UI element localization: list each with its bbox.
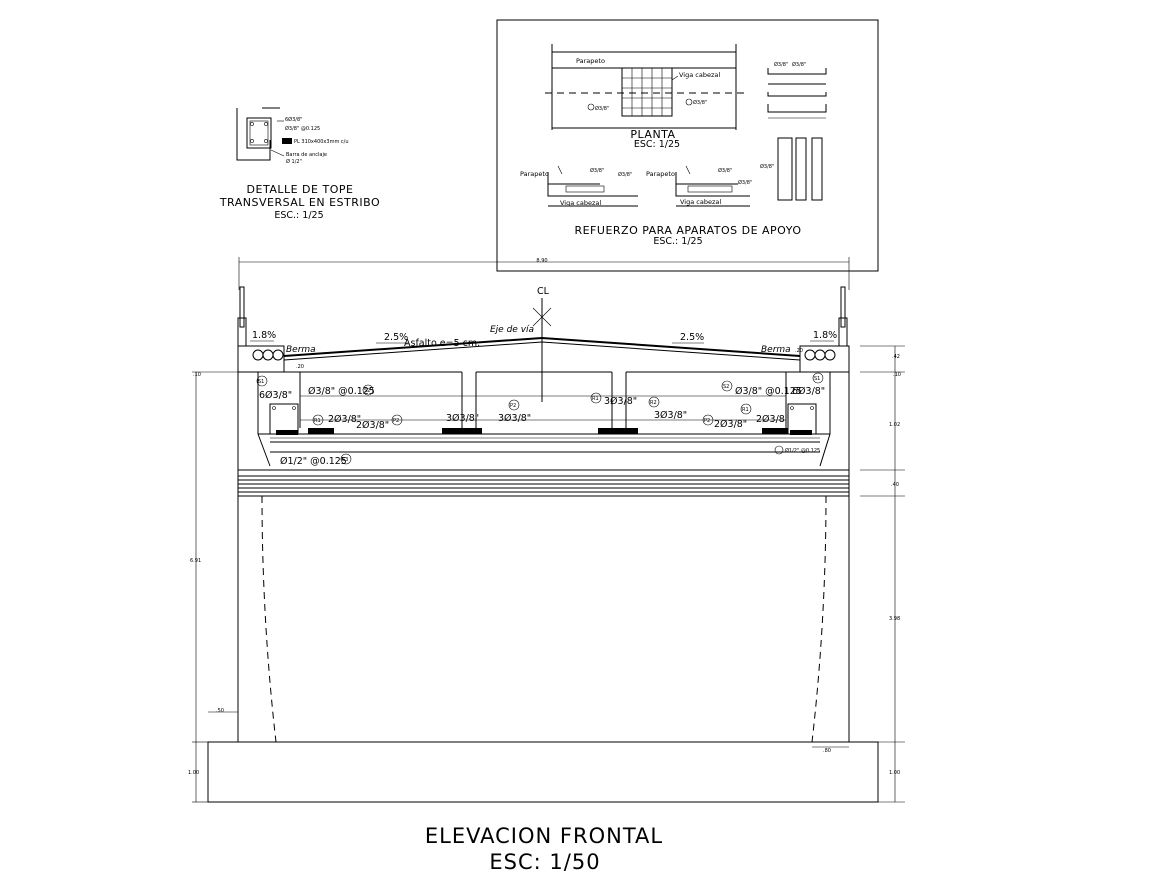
planta-title: PLANTA <box>630 128 675 141</box>
slope-right: 2.5% <box>680 332 704 343</box>
apoyo-right-label-a: Ø3/8" <box>718 167 732 174</box>
dim-80: .80 <box>823 748 831 754</box>
mark-r1-right: R1 <box>742 407 749 413</box>
slope-left-outer: 1.8% <box>252 330 276 341</box>
apoyo-right-parapeto: Parapeto <box>646 170 675 178</box>
tope-bar1-label: 6Ø3/8" <box>285 116 302 123</box>
planta-rebar-label-a: Ø3/8" <box>595 105 609 112</box>
berma-left-label: Berma <box>286 345 316 355</box>
anchor-label: Ø1/2" @0.125 <box>785 447 820 454</box>
refuerzo-title: REFUERZO PARA APARATOS DE APOYO <box>574 224 801 237</box>
rebar-6-38-left: 6Ø3/8" <box>259 390 292 401</box>
tope-scale: ESC.: 1/25 <box>274 210 323 221</box>
rebar-stirrup-right: Ø3/8" @0.125 <box>735 386 802 397</box>
bar-shape-label-top-b: Ø3/8" <box>792 61 806 68</box>
apoyo-left-label-a: Ø3/8" <box>590 167 604 174</box>
rebar-3-38-b: 3Ø3/8" <box>498 413 531 424</box>
dim-10-right: .10 <box>893 372 901 378</box>
planta-scale: ESC: 1/25 <box>634 139 680 150</box>
rebar-3-38-a: 3Ø3/8" <box>446 413 479 424</box>
main-title: ELEVACION FRONTAL <box>425 824 663 848</box>
apoyo-left-label-b: Ø3/8" <box>618 171 632 178</box>
apoyo-left-parapeto: Parapeto <box>520 170 549 178</box>
refuerzo-scale: ESC.: 1/25 <box>653 236 702 247</box>
tope-title-line-1: DETALLE DE TOPE <box>247 183 354 196</box>
apoyo-section-left: Parapeto Viga cabezal Ø3/8" Ø3/8" <box>520 165 638 207</box>
mark-p2-center-left: P2 <box>510 403 516 409</box>
dim-40: .40 <box>891 482 899 488</box>
dim-20-right: .20 <box>795 348 803 354</box>
mark-s3: S3 <box>342 457 348 463</box>
mark-p2-left: P2 <box>393 418 399 424</box>
elevacion-frontal: 8.90 CL Eje de vía <box>188 257 905 803</box>
mark-p2-right: P2 <box>704 418 710 424</box>
apoyo-right-viga: Viga cabezal <box>680 198 721 206</box>
apoyo-left-viga: Viga cabezal <box>560 199 601 207</box>
mark-r1-center: R1 <box>592 396 599 402</box>
bar-shapes: Ø3/8" Ø3/8" Ø3/8" <box>760 61 827 201</box>
mark-s2-right: S2 <box>723 384 729 390</box>
apoyo-section-right: Parapeto Viga cabezal Ø3/8" Ø3/8" <box>646 165 752 207</box>
asfalto-label: Asfalto e=5 cm. <box>404 338 480 349</box>
tope-title-line-2: TRANSVERSAL EN ESTRIBO <box>219 196 380 209</box>
mark-s1-left: S1 <box>258 379 264 385</box>
mark-r1-left: R1 <box>314 418 321 424</box>
dim-100-left: 1.00 <box>188 770 199 776</box>
dim-102: 1.02 <box>889 422 900 428</box>
dim-10-left: .10 <box>193 372 201 378</box>
title-block: ELEVACION FRONTAL ESC: 1/50 <box>425 824 663 874</box>
slope-right-outer: 1.8% <box>813 330 837 341</box>
centerline-mark: CL <box>537 286 550 297</box>
planta-viga-label: Viga cabezal <box>679 71 720 79</box>
rebar-6-38-right: 6Ø3/8" <box>792 386 825 397</box>
rebar-stirrup-left: Ø3/8" @0.125 <box>308 386 375 397</box>
rebar-2-38-right-a: 2Ø3/8" <box>714 419 747 430</box>
eje-de-via-label: Eje de vía <box>490 325 534 335</box>
rebar-2-38-left-b: 2Ø3/8" <box>356 420 389 431</box>
bar-shape-label-side: Ø3/8" <box>760 163 774 170</box>
tope-bar2-label: Ø3/8" @0.125 <box>285 125 320 132</box>
mark-s2-left: S2 <box>364 388 370 394</box>
detail-tope: 6Ø3/8" Ø3/8" @0.125 PL 310x400x3mm c/u B… <box>219 107 380 221</box>
mark-r2-center: R2 <box>650 400 657 406</box>
tope-plate-label: PL 310x400x3mm c/u <box>294 139 349 145</box>
dim-total-width: 8.90 <box>536 258 547 264</box>
dim-100-right: 1.00 <box>889 770 900 776</box>
mark-s1-right: S1 <box>814 376 820 382</box>
apoyo-right-label-b: Ø3/8" <box>738 179 752 186</box>
bar-shape-label-top: Ø3/8" <box>774 61 788 68</box>
rebar-3-38-c: 3Ø3/8" <box>604 396 637 407</box>
dim-398: 3.98 <box>889 616 900 622</box>
rebar-2-38-right-b: 2Ø3/8" <box>756 414 789 425</box>
dim-42: .42 <box>892 354 900 360</box>
berma-right-label: Berma <box>761 345 791 355</box>
planta-view: Parapeto Viga cabezal Ø3/8" Ø3/8" PLANTA… <box>545 44 744 150</box>
dim-20-left: .20 <box>296 364 304 370</box>
planta-parapeto-label: Parapeto <box>576 57 605 65</box>
planta-rebar-label-b: Ø3/8" <box>693 99 707 106</box>
rebar-3-38-d: 3Ø3/8" <box>654 410 687 421</box>
rebar-2-38-left-a: 2Ø3/8" <box>328 414 361 425</box>
tope-anclaje-label-1: Barra de anclaje <box>286 152 327 158</box>
tope-anclaje-label-2: Ø 1/2" <box>286 158 302 165</box>
slope-left: 2.5% <box>384 332 408 343</box>
refuerzo-detail-box: Parapeto Viga cabezal Ø3/8" Ø3/8" PLANTA… <box>496 19 879 272</box>
dim-50: .50 <box>216 708 224 714</box>
main-scale: ESC: 1/50 <box>489 850 600 874</box>
rebar-12-label: Ø1/2" @0.125 <box>280 456 347 467</box>
dim-891: 6.91 <box>190 558 201 564</box>
